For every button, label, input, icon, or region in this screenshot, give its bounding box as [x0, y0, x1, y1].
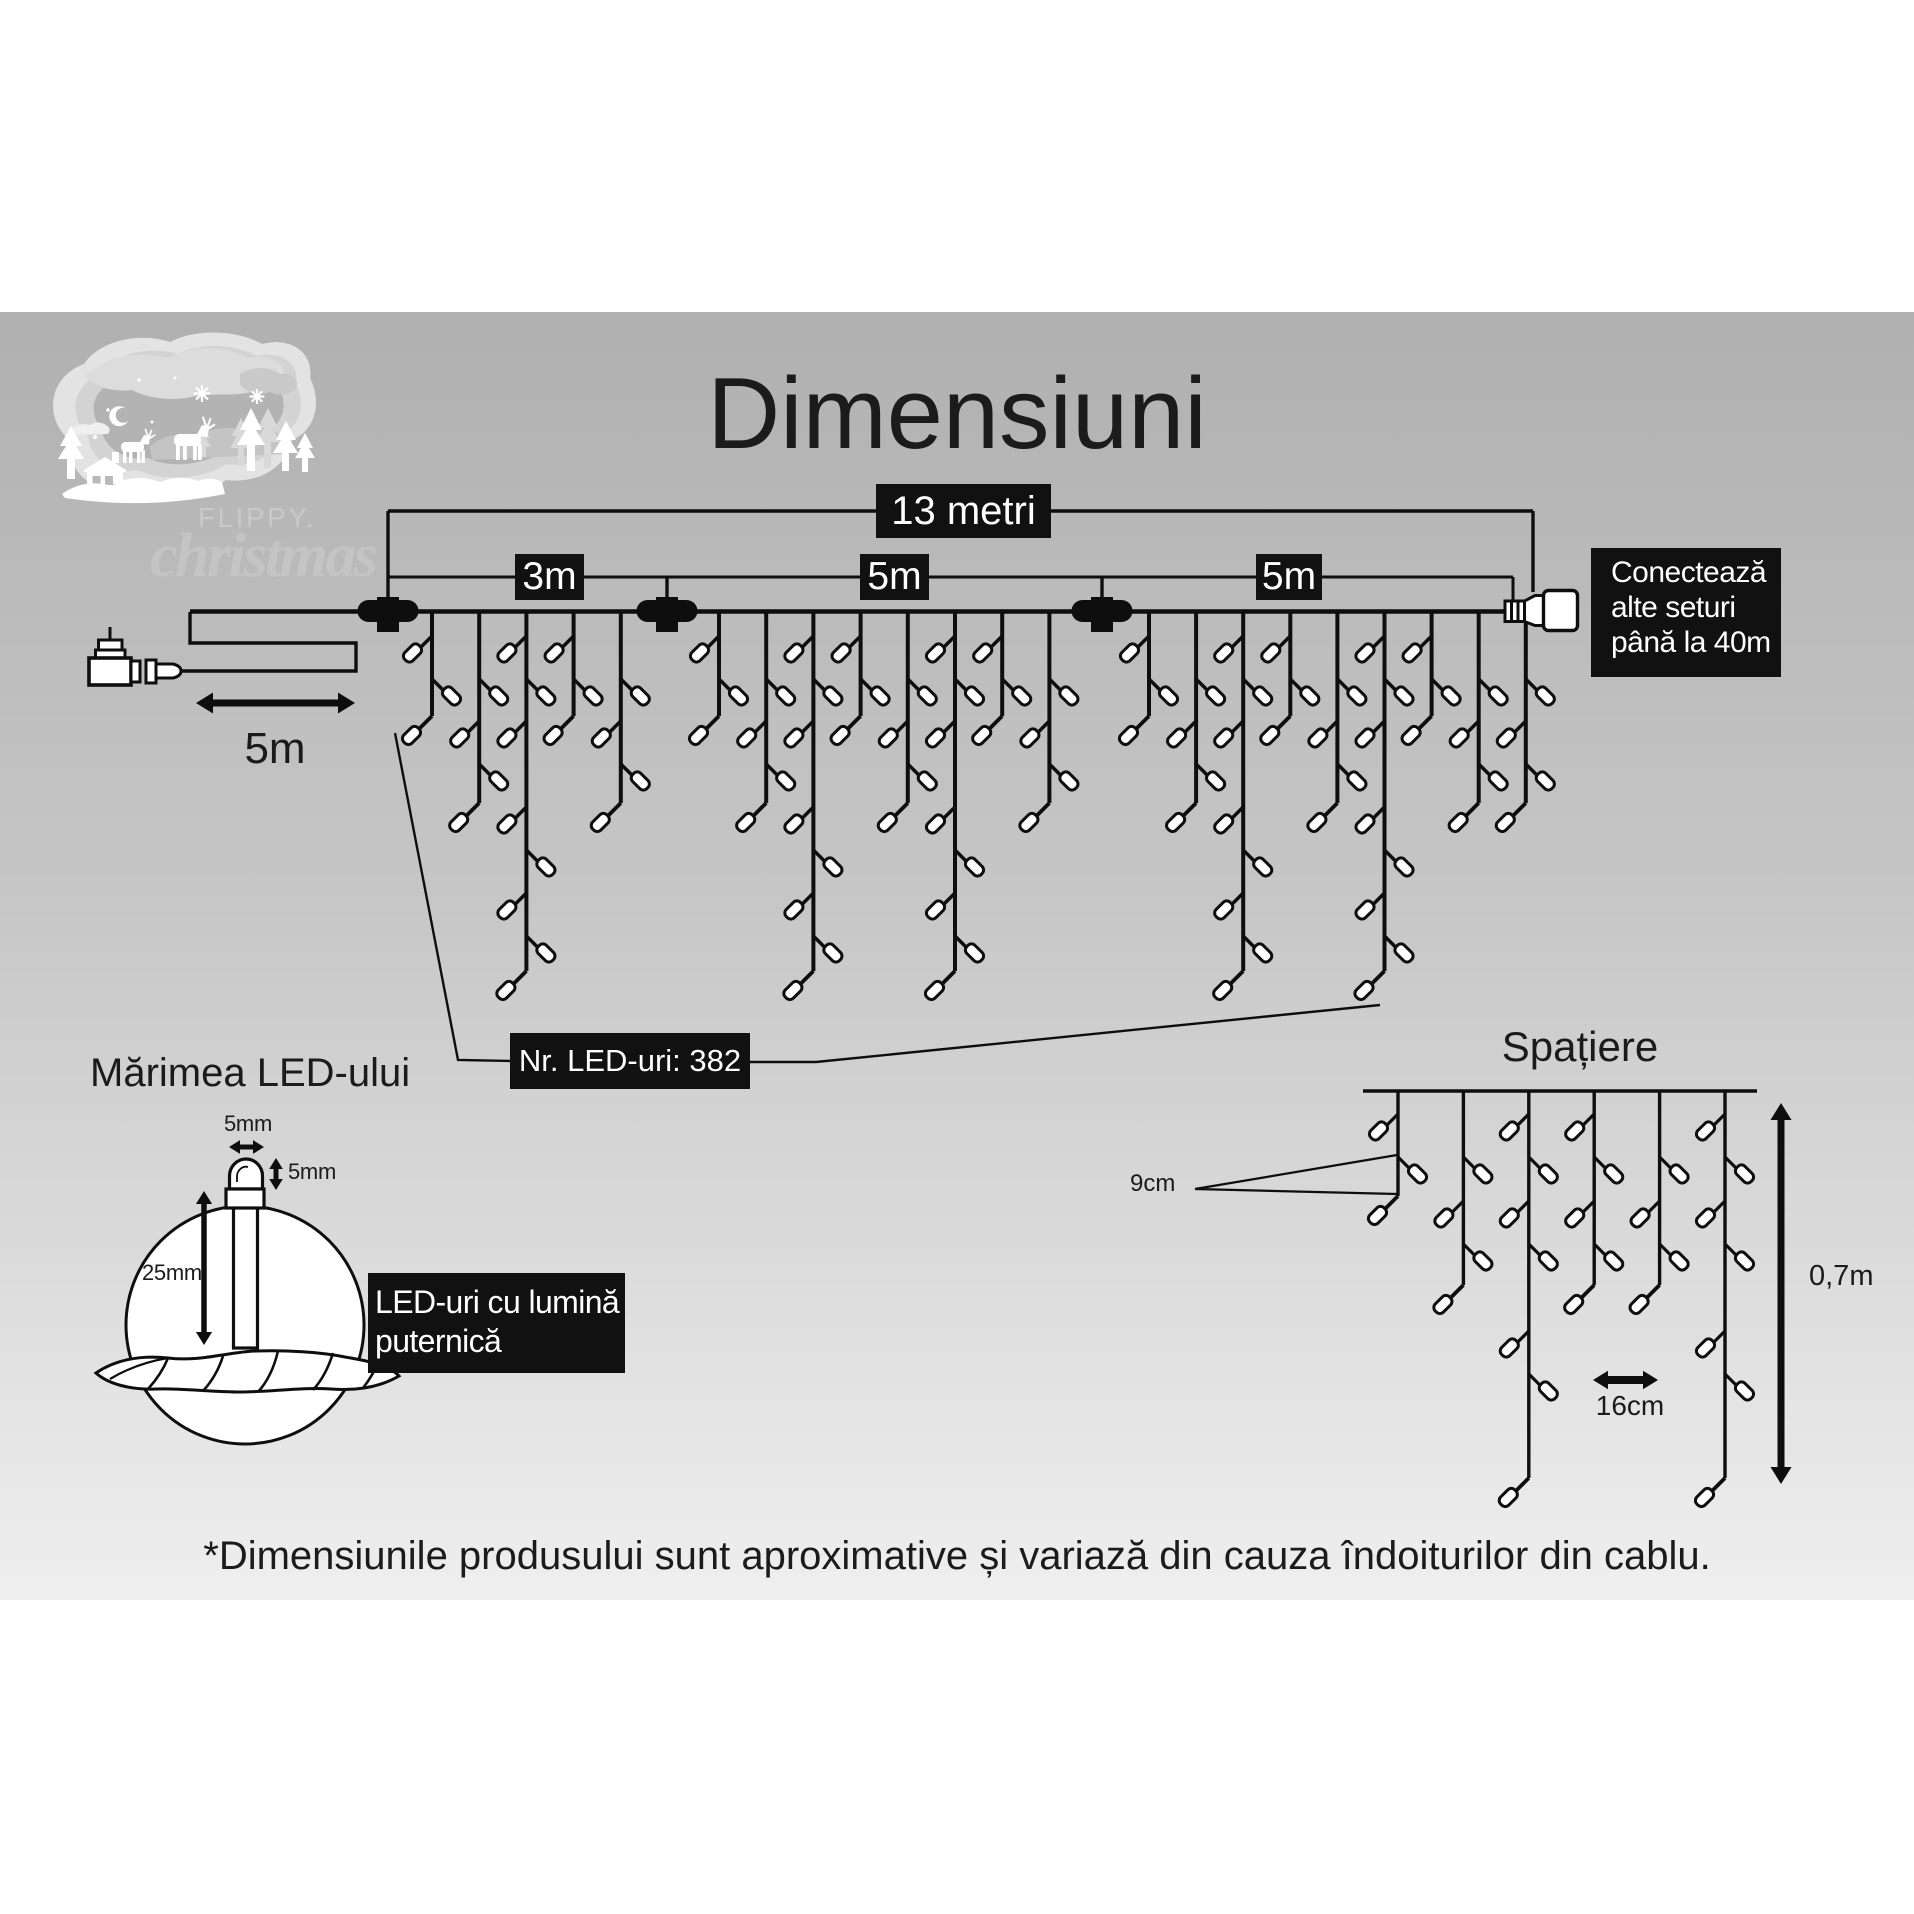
svg-text:christmas: christmas: [150, 522, 377, 590]
svg-text:FLIPPY.: FLIPPY.: [198, 502, 316, 533]
